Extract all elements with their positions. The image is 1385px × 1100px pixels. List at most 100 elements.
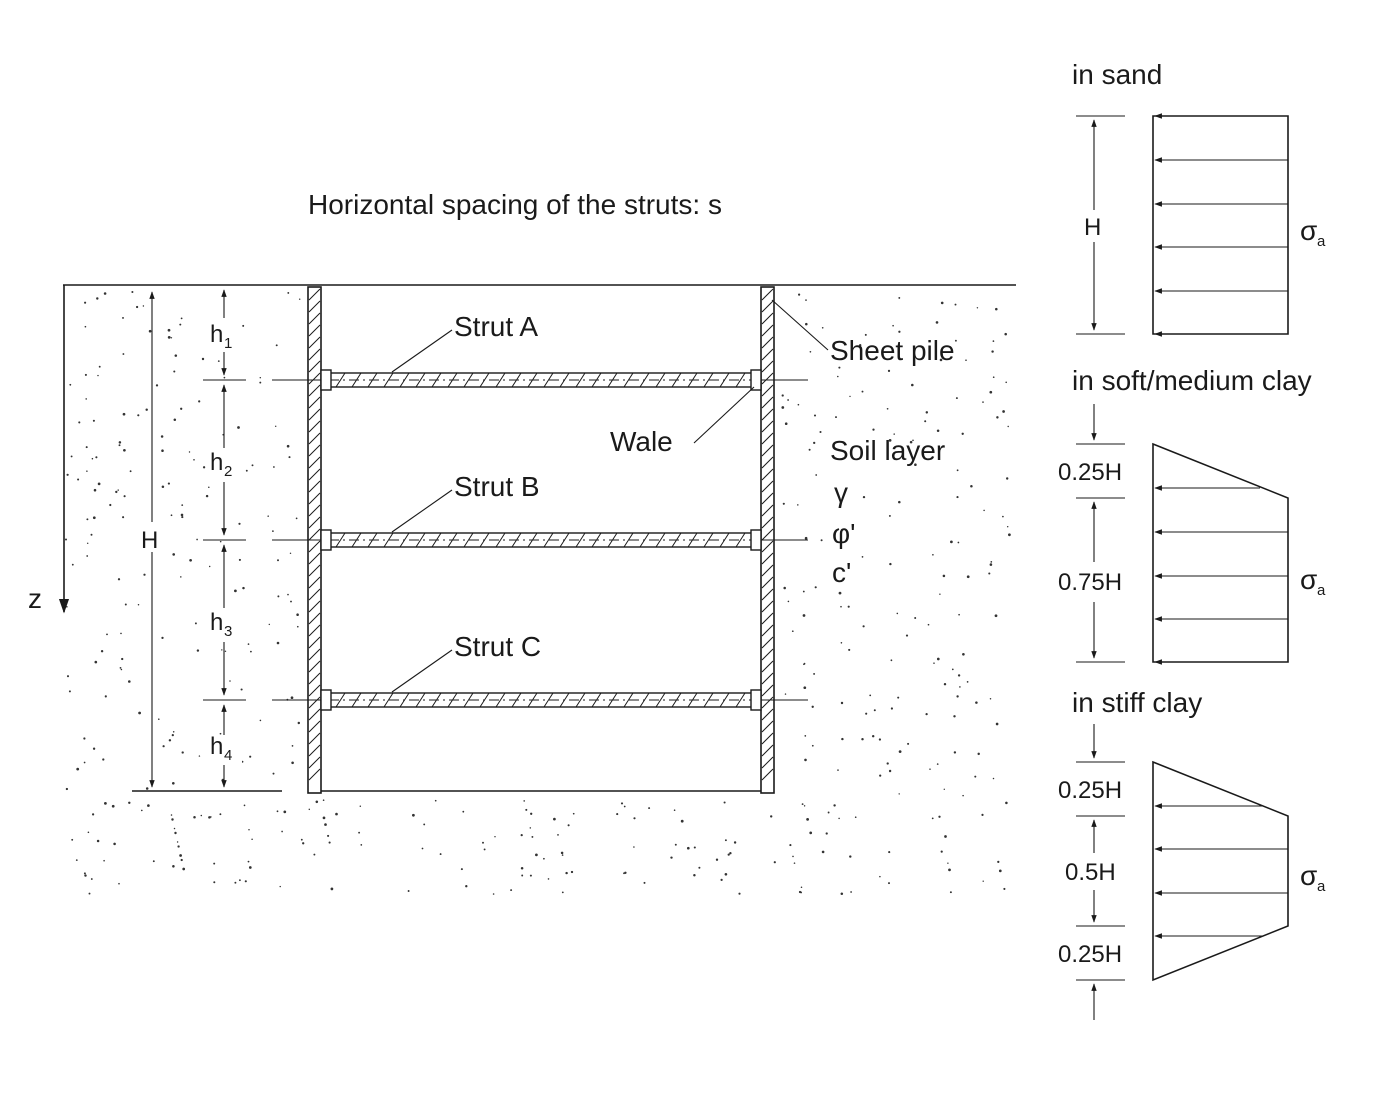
wale-left: [320, 529, 332, 551]
soil-speckle: [531, 835, 534, 838]
soil-speckle: [862, 625, 865, 628]
soil-speckle: [898, 296, 901, 299]
soil-speckle: [942, 574, 946, 578]
soil-speckle: [483, 848, 486, 851]
soil-speckle: [992, 340, 995, 342]
soil-speckle: [814, 586, 817, 589]
soil-speckle: [898, 330, 901, 333]
soil-speckle: [286, 444, 290, 448]
soil-speckle: [850, 891, 852, 893]
soil-speckle: [180, 317, 183, 320]
soil-speckle: [879, 774, 882, 777]
soil-speckle: [86, 518, 89, 521]
soil-speckle: [1006, 477, 1009, 480]
soil-speckle: [994, 614, 998, 618]
soil-speckle: [122, 316, 124, 319]
soil-speckle: [70, 455, 73, 458]
soil-speckle: [801, 803, 804, 806]
soil-speckle: [838, 366, 841, 369]
soil-speckle: [148, 329, 152, 333]
soil-speckle: [992, 777, 995, 780]
soil-speckle: [322, 816, 326, 820]
soil-speckle: [188, 451, 191, 453]
soil-speckle: [841, 737, 844, 741]
soil-speckle: [140, 809, 143, 812]
soil-speckle: [155, 384, 159, 387]
soil-speckle: [935, 321, 939, 324]
soil-speckle: [925, 411, 929, 414]
soil-speckle: [959, 686, 961, 688]
svg-text:h: h: [210, 733, 223, 760]
soil-speckle: [118, 882, 120, 885]
soil-speckle: [623, 872, 625, 875]
svg-text:0.5H: 0.5H: [1065, 859, 1116, 886]
soil-speckle: [167, 482, 170, 485]
soil-speckle: [330, 887, 334, 891]
soil-speckle: [128, 680, 131, 683]
soil-speckle: [530, 812, 533, 815]
soil-speckle: [111, 804, 115, 808]
soil-speckle: [198, 755, 201, 757]
soil-speckle: [809, 831, 813, 835]
soil-speckle: [172, 553, 176, 556]
soil-speckle: [90, 878, 93, 880]
soil-speckle: [272, 772, 275, 775]
soil-speckle: [670, 856, 673, 859]
soil-speckle: [957, 541, 960, 544]
soil-speckle: [965, 359, 967, 361]
soil-speckle: [71, 563, 74, 566]
soil-speckle: [174, 831, 177, 835]
soil-speckle: [914, 463, 917, 467]
soil-speckle: [953, 751, 957, 754]
soil-speckle: [861, 390, 864, 393]
soil-speckle: [297, 721, 301, 725]
soil-speckle: [521, 874, 524, 877]
soil-speckle: [572, 812, 575, 815]
soil-speckle: [804, 735, 807, 737]
soil-speckle: [90, 533, 93, 536]
soil-speckle: [174, 354, 178, 357]
soil-speckle: [813, 414, 817, 417]
soil-speckle: [990, 561, 993, 563]
soil-speckle: [1003, 887, 1006, 890]
soil-speckle: [173, 370, 176, 373]
soil-speckle: [137, 414, 140, 417]
soil-speckle: [989, 390, 993, 394]
soil-speckle: [482, 841, 484, 844]
soil-speckle: [102, 758, 105, 761]
soil-speckle: [86, 470, 88, 472]
depth-H-label: H: [141, 527, 158, 554]
soil-speckle: [277, 595, 280, 598]
soil-speckle: [803, 662, 806, 665]
soil-speckle: [327, 834, 330, 837]
svg-text:0.25H: 0.25H: [1058, 459, 1122, 486]
soil-speckle: [620, 802, 624, 805]
svg-text:σ: σ: [1300, 215, 1317, 246]
soil-speckle: [85, 446, 88, 449]
soil-speckle: [633, 846, 635, 848]
svg-text:h: h: [210, 449, 223, 476]
soil-speckle: [171, 781, 175, 785]
soil-speckle: [729, 852, 732, 855]
soil-speckle: [291, 761, 294, 765]
soil-speckle: [91, 457, 94, 460]
soil-speckle: [122, 412, 126, 416]
soil-speckle: [462, 810, 465, 813]
soil-speckle: [815, 474, 818, 476]
soil-speckle: [907, 742, 910, 745]
soil-speckle: [686, 846, 690, 850]
soil-speckle: [171, 733, 174, 737]
soil-speckle: [161, 449, 164, 452]
soil-speckle: [202, 466, 206, 469]
soil-speckle: [180, 858, 183, 862]
soil-speckle: [938, 815, 941, 818]
soil-speckle: [806, 818, 809, 821]
soil-speckle: [119, 666, 122, 669]
soil-speckle: [543, 857, 545, 860]
soil-speckle: [173, 418, 177, 421]
soil-speckle: [954, 339, 957, 342]
soil-speckle: [78, 421, 81, 424]
soil-speckle: [104, 695, 107, 698]
soil-speckle: [865, 712, 868, 715]
soil-speckle: [173, 827, 176, 830]
